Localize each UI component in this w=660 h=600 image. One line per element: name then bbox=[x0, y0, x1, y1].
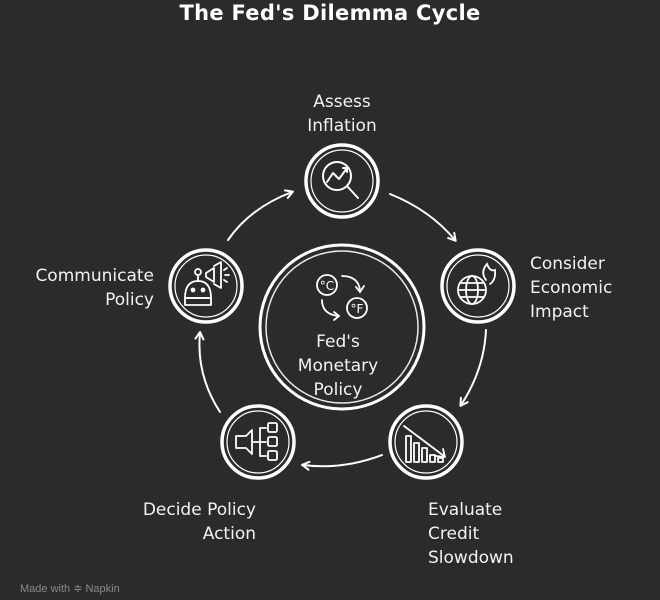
step-label-consider-economic-impact: Consider Economic Impact bbox=[530, 254, 613, 322]
robot-megaphone-icon bbox=[184, 261, 230, 306]
arrow-consider-to-evaluate bbox=[459, 329, 487, 407]
arrow-decide-to-communicate bbox=[194, 331, 221, 413]
center-label: Fed's Monetary Policy bbox=[297, 332, 379, 400]
step-label-decide-policy-action: Decide Policy Action bbox=[142, 500, 256, 544]
globe-fire-icon bbox=[457, 262, 497, 305]
svg-text:°F: °F bbox=[351, 302, 364, 316]
declining-bar-chart-icon bbox=[403, 425, 446, 463]
arrow-evaluate-to-decide bbox=[301, 454, 383, 471]
node-assess-inflation bbox=[304, 143, 380, 219]
temperature-conversion-icon: °C °F bbox=[316, 274, 368, 321]
napkin-watermark[interactable]: Made with ≑ Napkin bbox=[20, 583, 120, 595]
arrow-assess-to-consider bbox=[389, 193, 457, 242]
diagram-title: The Fed's Dilemma Cycle bbox=[179, 1, 481, 25]
node-communicate-policy bbox=[168, 248, 244, 324]
step-label-assess-inflation: Assess Inflation bbox=[307, 92, 377, 136]
step-label-evaluate-credit-slowdown: Evaluate Credit Slowdown bbox=[428, 500, 514, 568]
cycle-arrows bbox=[194, 189, 487, 471]
svg-text:°C: °C bbox=[320, 279, 334, 293]
center-node bbox=[258, 243, 426, 411]
inflation-chart-magnifier-icon bbox=[322, 161, 359, 199]
decision-tree-icon bbox=[235, 422, 278, 461]
step-label-communicate-policy: Communicate Policy bbox=[35, 266, 154, 310]
arrow-communicate-to-assess bbox=[227, 189, 294, 241]
